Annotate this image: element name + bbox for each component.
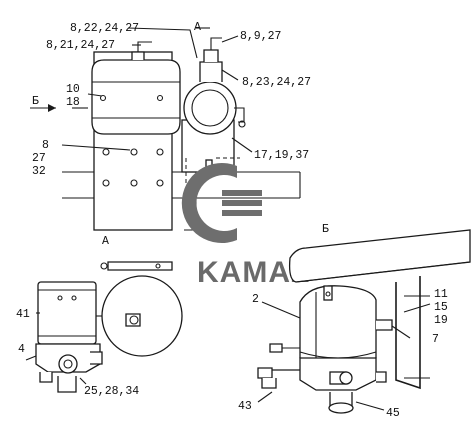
dryer-body (37, 281, 97, 345)
leader-8-22-24-27 (127, 27, 198, 59)
view-b (257, 229, 471, 414)
label-27: 27 (32, 152, 46, 165)
label-32: 32 (32, 165, 46, 178)
label-view-a-marker: А (194, 21, 201, 34)
label-25-28-34: 25,28,34 (84, 385, 139, 398)
frame-member (288, 229, 471, 283)
top-assembly (30, 27, 301, 231)
logo-arc (181, 163, 237, 244)
label-7: 7 (432, 333, 439, 346)
tank-end (101, 275, 183, 357)
label-15: 15 (434, 301, 448, 314)
label-view-a: А (102, 235, 109, 248)
label-10: 10 (66, 83, 80, 96)
view-a (25, 261, 183, 393)
label-11: 11 (434, 288, 448, 301)
receiver-tank (91, 59, 181, 135)
label-8-9-27: 8,9,27 (240, 30, 281, 43)
label-8-22-24-27: 8,22,24,27 (70, 22, 139, 35)
label-2: 2 (252, 293, 259, 306)
label-45: 45 (386, 407, 400, 420)
label-8-23-24-27: 8,23,24,27 (242, 76, 311, 89)
label-4: 4 (18, 343, 25, 356)
label-43: 43 (238, 400, 252, 413)
label-19: 19 (434, 314, 448, 327)
label-arrow-b: Б (32, 95, 39, 108)
label-17-19-37: 17,19,37 (254, 149, 309, 162)
label-8-21-24-27: 8,21,24,27 (46, 39, 115, 52)
callout-labels: 8,22,24,27 8,21,24,27 А 8,9,27 8,23,24,2… (16, 21, 448, 420)
label-18: 18 (66, 96, 80, 109)
label-41: 41 (16, 308, 30, 321)
label-view-b: Б (322, 223, 329, 236)
label-8: 8 (42, 139, 49, 152)
